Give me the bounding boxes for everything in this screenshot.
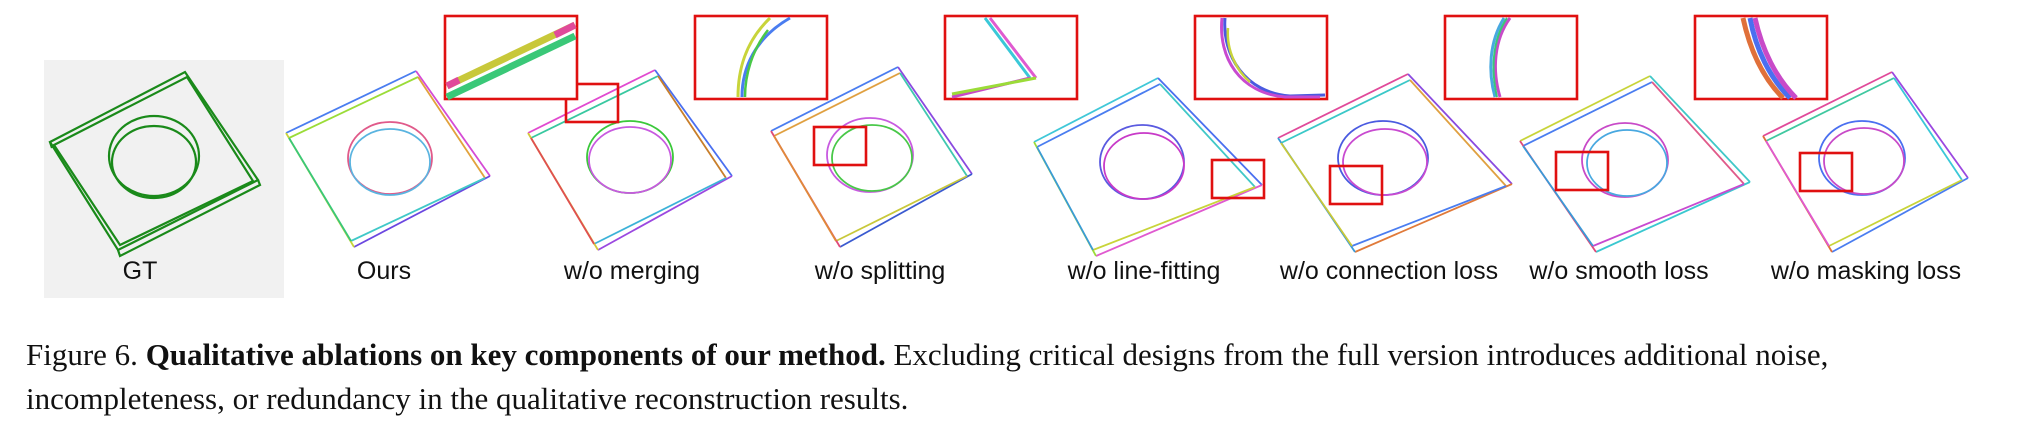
label-wo-line-fitting: w/o line-fitting bbox=[1067, 257, 1221, 285]
panel-ours bbox=[285, 70, 491, 248]
highlight-box-merging bbox=[564, 82, 620, 124]
inset-splitting bbox=[693, 14, 829, 101]
label-wo-smooth-loss: w/o smooth loss bbox=[1529, 257, 1709, 285]
ablation-figure bbox=[44, 14, 1969, 298]
panel-wo-smooth-loss bbox=[1519, 75, 1751, 253]
label-wo-connection-loss: w/o connection loss bbox=[1279, 257, 1499, 285]
inset-line-fitting bbox=[943, 14, 1079, 101]
label-wo-splitting: w/o splitting bbox=[814, 257, 946, 285]
highlight-box-splitting bbox=[812, 125, 868, 167]
gt-background bbox=[44, 60, 284, 298]
panel-wo-connection-loss bbox=[1277, 73, 1513, 253]
panel-wo-line-fitting bbox=[1033, 77, 1266, 257]
panel-wo-splitting bbox=[770, 66, 973, 248]
highlight-box-line-fitting bbox=[1210, 158, 1266, 200]
label-ours: Ours bbox=[356, 257, 412, 285]
panel-wo-merging bbox=[527, 69, 733, 251]
panel-gt bbox=[48, 70, 262, 258]
label-wo-merging: w/o merging bbox=[563, 257, 701, 285]
panel-wo-masking-loss bbox=[1762, 71, 1969, 253]
caption-title: Qualitative ablations on key components … bbox=[145, 337, 886, 372]
label-gt: GT bbox=[122, 257, 158, 285]
highlight-box-masking bbox=[1798, 151, 1854, 193]
caption-body: Excluding critical designs from the full… bbox=[26, 337, 1829, 416]
inset-smooth bbox=[1443, 14, 1579, 101]
highlight-box-connection bbox=[1328, 164, 1384, 206]
inset-connection bbox=[1193, 14, 1329, 101]
highlight-box-smooth bbox=[1554, 150, 1610, 192]
inset-merging bbox=[443, 14, 579, 101]
inset-masking bbox=[1693, 14, 1829, 101]
label-wo-masking-loss: w/o masking loss bbox=[1770, 257, 1962, 285]
figure-caption: Figure 6. Qualitative ablations on key c… bbox=[26, 333, 2016, 421]
caption-figure-number: Figure 6. bbox=[26, 337, 138, 372]
